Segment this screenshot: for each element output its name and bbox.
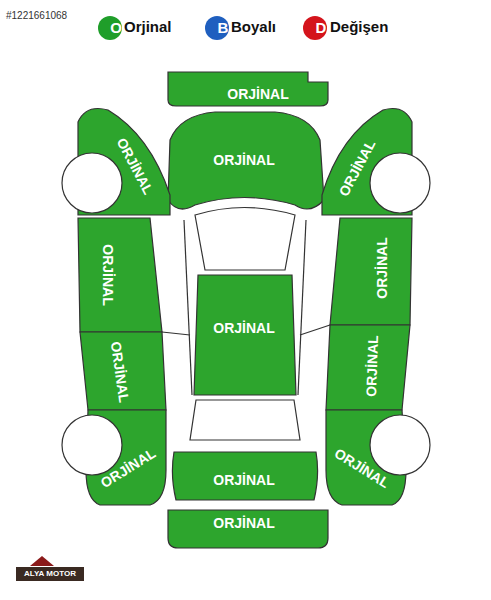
body-panel: ORJİNAL bbox=[367, 223, 397, 313]
body-panel: ORJİNAL bbox=[93, 230, 123, 320]
panel-status: ORJİNAL bbox=[213, 152, 274, 168]
legend-text: Boyalı bbox=[231, 18, 276, 35]
panel-status: ORJİNAL bbox=[363, 335, 381, 397]
panel-status: ORJİNAL bbox=[114, 135, 157, 197]
listing-number: #1221661068 bbox=[6, 10, 67, 21]
body-panel: ORJİNAL bbox=[203, 83, 313, 105]
legend-text: Değişen bbox=[330, 18, 388, 35]
body-panel: ORJİNAL bbox=[105, 332, 135, 412]
panel-status: ORJİNAL bbox=[213, 515, 274, 531]
panel-status: ORJİNAL bbox=[332, 445, 393, 491]
legend-letter: O bbox=[110, 19, 122, 36]
legend-letter: B bbox=[218, 19, 229, 36]
panel-status: ORJİNAL bbox=[374, 237, 390, 298]
legend-text: Orjinal bbox=[124, 18, 172, 35]
panel-status: ORJİNAL bbox=[227, 86, 288, 102]
panel-status: ORJİNAL bbox=[213, 472, 274, 488]
dealer-logo-text: ALYA MOTOR bbox=[24, 569, 76, 578]
panel-status: ORJİNAL bbox=[98, 445, 159, 491]
panel-status: ORJİNAL bbox=[108, 340, 132, 403]
body-panel: ORJİNAL bbox=[184, 512, 304, 534]
dealer-logo bbox=[16, 556, 84, 581]
body-panel: ORJİNAL bbox=[110, 131, 160, 201]
body-panel: ORJİNAL bbox=[184, 465, 304, 495]
panel-status: ORJİNAL bbox=[100, 244, 116, 305]
body-panel: ORJİNAL bbox=[93, 448, 163, 488]
legend-letter: D bbox=[316, 19, 327, 36]
body-panel: ORJİNAL bbox=[357, 326, 387, 406]
body-panel: ORJİNAL bbox=[327, 448, 397, 488]
body-panel: ORJİNAL bbox=[189, 140, 299, 180]
panel-status: ORJİNAL bbox=[336, 137, 379, 199]
body-panel: ORJİNAL bbox=[332, 133, 382, 203]
panel-status: ORJİNAL bbox=[213, 320, 274, 336]
body-panel: ORJİNAL bbox=[194, 308, 294, 348]
